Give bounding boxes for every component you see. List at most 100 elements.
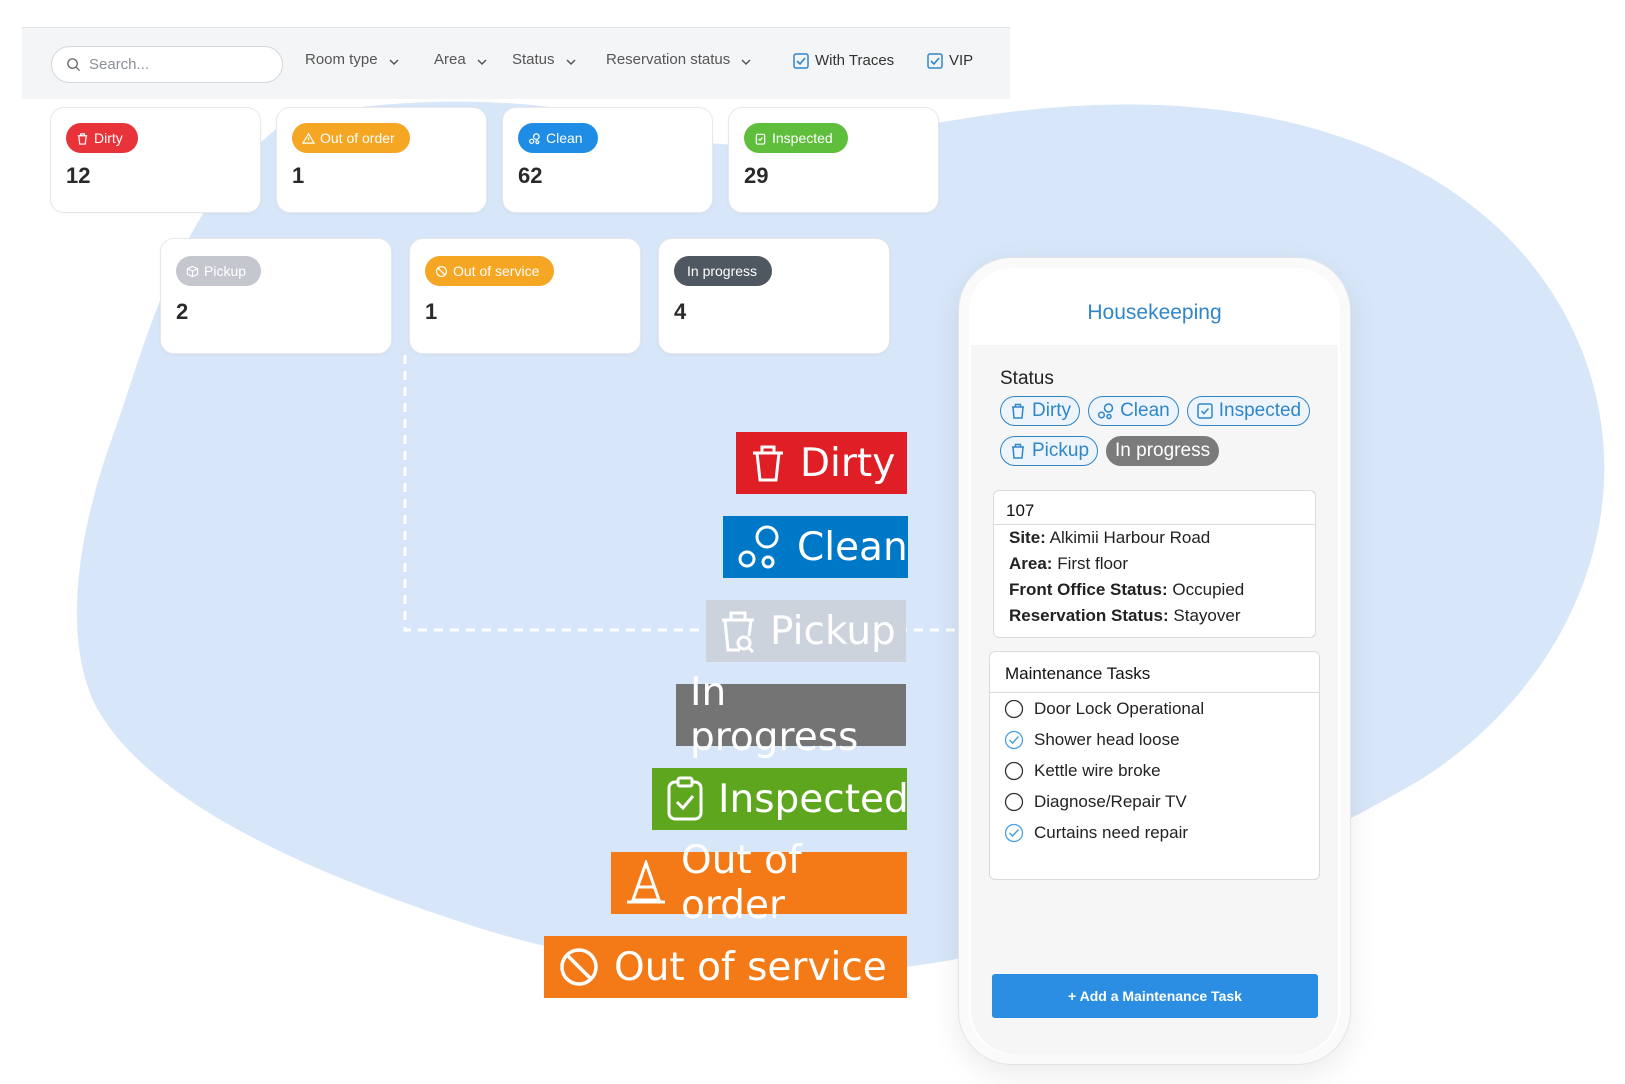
add-maintenance-task-button[interactable]: + Add a Maintenance Task — [992, 974, 1318, 1018]
trash-icon — [1012, 403, 1024, 419]
legend-label-dirty: Dirty — [736, 432, 907, 494]
chevron-down-icon — [477, 59, 487, 66]
cone-icon — [627, 860, 665, 904]
page-title: Housekeeping — [1087, 301, 1222, 324]
stat-count: 1 — [425, 299, 438, 324]
with-traces-checkbox[interactable]: With Traces — [793, 52, 894, 69]
task-label: Door Lock Operational — [1034, 698, 1205, 718]
ban-icon — [560, 948, 598, 986]
room-details-card: 107 Site: Alkimii Harbour Road Area: Fir… — [993, 490, 1316, 638]
checkbox-checked-icon — [927, 52, 943, 69]
status-chip-dirty[interactable]: Dirty — [1000, 396, 1081, 426]
chip-label: Inspected — [1218, 400, 1302, 421]
legend-text: Pickup — [770, 608, 896, 654]
status-pill-out-of-service: Out of service — [425, 256, 555, 286]
stat-card-clean[interactable]: Clean 62 — [502, 107, 713, 213]
legend-text: Clean — [797, 524, 908, 570]
task-item[interactable]: Shower head loose — [990, 724, 1319, 755]
legend-text: Inspected — [718, 776, 909, 822]
status-chip-clean[interactable]: Clean — [1088, 396, 1179, 426]
status-section-label: Status — [1000, 368, 1054, 389]
reservation-status-filter[interactable]: Reservation status — [606, 50, 752, 68]
status-pill-in-progress: In progress — [674, 256, 773, 286]
area-label: Area — [434, 50, 466, 68]
status-pill-label: Dirty — [94, 130, 123, 146]
phone-screen: Housekeeping Status Dirty Clean Inspecte… — [971, 270, 1338, 1054]
chevron-down-icon — [741, 59, 751, 66]
status-chip-group: Dirty Clean Inspected Pickup In progress — [1000, 396, 1330, 466]
chip-label: In progress — [1115, 440, 1211, 461]
radio-unchecked-icon[interactable] — [1004, 792, 1024, 812]
stat-card-out-of-order[interactable]: Out of order 1 — [276, 107, 487, 213]
fo-value: Occupied — [1172, 580, 1245, 599]
trash-search-icon — [722, 611, 755, 654]
site-value: Alkimii Harbour Road — [1049, 528, 1211, 547]
tasks-title: Maintenance Tasks — [990, 652, 1319, 693]
warning-icon — [302, 132, 315, 144]
res-key: Reservation Status: — [1009, 606, 1169, 625]
stat-card-in-progress[interactable]: In progress 4 — [658, 238, 890, 354]
task-label: Curtains need repair — [1034, 822, 1189, 842]
stat-card-pickup[interactable]: Pickup 2 — [160, 238, 392, 354]
filter-bar: Room type Area Status Reservation status… — [22, 27, 1010, 99]
stat-card-dirty[interactable]: Dirty 12 — [50, 107, 261, 213]
legend-label-out-of-order: Out of order — [611, 838, 907, 928]
stat-card-inspected[interactable]: Inspected 29 — [728, 107, 939, 213]
fo-key: Front Office Status: — [1009, 580, 1168, 599]
status-pill-pickup: Pickup — [176, 256, 262, 286]
vip-checkbox[interactable]: VIP — [927, 52, 973, 69]
maintenance-tasks-card: Maintenance Tasks Door Lock Operational … — [989, 651, 1320, 880]
stat-count: 29 — [744, 163, 769, 188]
clipboard-check-icon — [667, 776, 703, 821]
trash-icon — [1012, 443, 1024, 459]
radio-unchecked-icon[interactable] — [1004, 761, 1024, 781]
status-label: Status — [512, 50, 555, 68]
legend-label-out-of-service: Out of service — [544, 936, 907, 998]
task-label: Kettle wire broke — [1034, 760, 1161, 780]
search-input[interactable] — [89, 56, 269, 73]
radio-unchecked-icon[interactable] — [1004, 699, 1024, 719]
room-front-office-status: Front Office Status: Occupied — [994, 577, 1315, 603]
trash-icon — [753, 445, 783, 482]
stat-count: 4 — [674, 299, 687, 324]
clipboard-check-icon — [1196, 403, 1213, 419]
status-filter[interactable]: Status — [512, 50, 577, 68]
status-chip-in-progress[interactable]: In progress — [1106, 436, 1220, 466]
status-pill-label: Clean — [546, 130, 583, 146]
reservation-status-label: Reservation status — [606, 50, 731, 68]
bubbles-icon — [529, 132, 540, 144]
stat-count: 12 — [66, 163, 91, 188]
task-label: Diagnose/Repair TV — [1034, 791, 1187, 811]
box-icon — [186, 265, 199, 277]
legend-text: Dirty — [800, 440, 896, 486]
chip-label: Pickup — [1032, 440, 1090, 461]
radio-checked-icon[interactable] — [1004, 823, 1024, 843]
room-number: 107 — [994, 491, 1315, 525]
chevron-down-icon — [389, 59, 399, 66]
status-chip-inspected[interactable]: Inspected — [1186, 396, 1311, 426]
room-area: Area: First floor — [994, 551, 1315, 577]
legend-text: In progress — [690, 670, 859, 760]
search-box[interactable] — [51, 46, 283, 83]
task-item[interactable]: Curtains need repair — [990, 817, 1319, 848]
legend-label-inspected: Inspected — [652, 768, 909, 830]
status-pill-label: Inspected — [772, 130, 833, 146]
bubbles-icon — [1098, 403, 1114, 420]
legend-label-in-progress: In progress — [676, 670, 906, 760]
room-type-filter[interactable]: Room type — [305, 50, 400, 68]
radio-checked-icon[interactable] — [1004, 730, 1024, 750]
status-pill-label: Pickup — [204, 263, 247, 279]
status-pill-label: Out of order — [320, 130, 395, 146]
task-item[interactable]: Diagnose/Repair TV — [990, 786, 1319, 817]
phone-mockup: Housekeeping Status Dirty Clean Inspecte… — [958, 257, 1351, 1065]
task-item[interactable]: Kettle wire broke — [990, 755, 1319, 786]
status-chip-pickup[interactable]: Pickup — [1000, 436, 1099, 466]
stat-card-out-of-service[interactable]: Out of service 1 — [409, 238, 641, 354]
chip-label: Clean — [1120, 400, 1170, 421]
ban-icon — [435, 265, 448, 277]
area-value: First floor — [1057, 554, 1129, 573]
stat-count: 2 — [176, 299, 189, 324]
task-item[interactable]: Door Lock Operational — [990, 693, 1319, 724]
area-filter[interactable]: Area — [434, 50, 488, 68]
app-header: Housekeeping — [971, 270, 1338, 345]
